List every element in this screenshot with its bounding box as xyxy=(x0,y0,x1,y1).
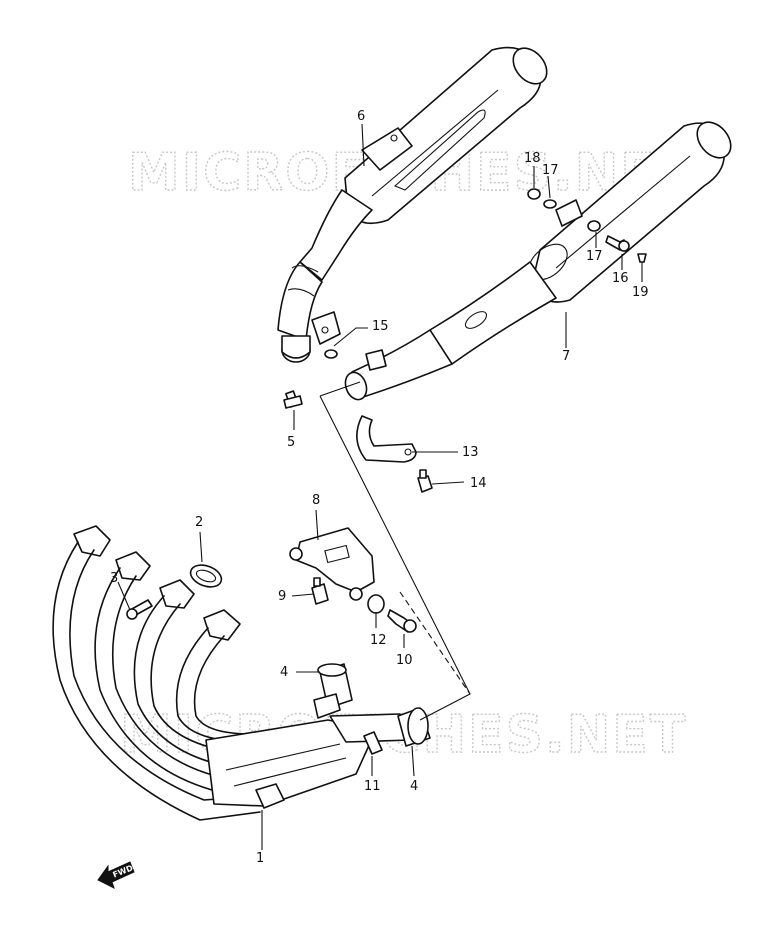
label-3: 3 xyxy=(110,571,118,586)
hanger-8 xyxy=(289,527,375,601)
label-2: 2 xyxy=(195,515,203,530)
label-19: 19 xyxy=(632,285,649,300)
label-16: 16 xyxy=(612,271,629,286)
label-9: 9 xyxy=(278,589,286,604)
bracket-13 xyxy=(356,415,417,463)
label-6: 6 xyxy=(357,109,365,124)
label-14: 14 xyxy=(470,476,487,491)
label-12: 12 xyxy=(370,633,387,648)
label-18: 18 xyxy=(524,151,541,166)
label-10: 10 xyxy=(396,653,413,668)
label-11: 11 xyxy=(364,779,381,794)
muffler-right xyxy=(344,121,732,401)
label-15: 15 xyxy=(372,319,389,334)
label-13: 13 xyxy=(462,445,479,460)
leader-lines xyxy=(117,123,643,850)
muffler-left xyxy=(277,46,548,363)
label-5: 5 xyxy=(287,435,295,450)
label-7: 7 xyxy=(562,349,570,364)
fwd-arrow-icon: FWD xyxy=(97,861,135,889)
label-4-lower: 4 xyxy=(410,779,418,794)
label-1: 1 xyxy=(256,851,264,866)
label-4-upper: 4 xyxy=(280,665,288,680)
label-8: 8 xyxy=(312,493,320,508)
exhaust-header-pipes xyxy=(52,525,431,821)
small-hardware xyxy=(126,188,647,633)
label-17-upper: 17 xyxy=(542,163,559,178)
guide-line-dashed xyxy=(399,591,471,695)
label-17-lower: 17 xyxy=(586,249,603,264)
